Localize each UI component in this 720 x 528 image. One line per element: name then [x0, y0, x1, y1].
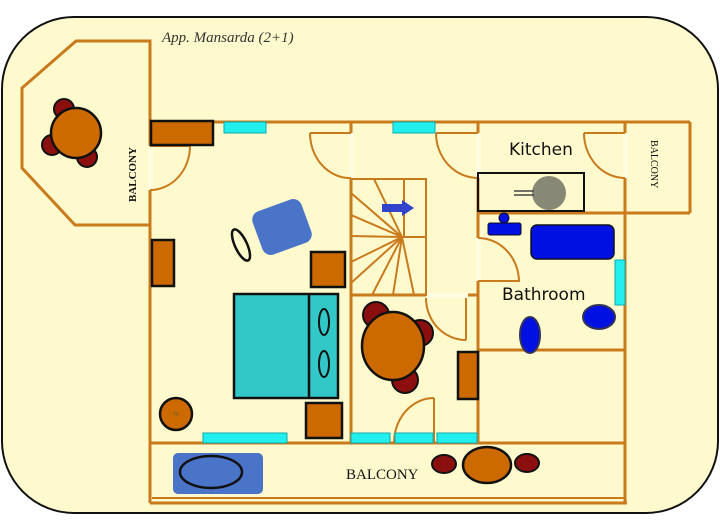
round-table [49, 106, 103, 160]
door-bedroom [309, 132, 352, 180]
arrow-right-icon [382, 200, 414, 216]
door-hall [425, 297, 467, 341]
staircase [350, 178, 427, 296]
chair [514, 453, 540, 473]
kitchen: Kitchen BALCONY [477, 140, 659, 212]
left-balcony: BALCONY [20, 39, 152, 227]
toilet [519, 316, 541, 354]
nightstand [304, 401, 344, 440]
bathroom-label: Bathroom [502, 285, 586, 305]
bedroom: TV [149, 119, 347, 440]
washbasin [487, 222, 522, 236]
dining-table [360, 310, 426, 382]
windows [202, 121, 626, 444]
bathtub [530, 224, 615, 260]
cabinet [456, 350, 480, 401]
nightstand [309, 250, 347, 289]
plan-title: App. Mansarda (2+1) [161, 30, 294, 46]
bidet [582, 304, 616, 330]
sink [532, 176, 566, 210]
bottom-balcony: BALCONY [173, 445, 540, 494]
balcony-bottom-label: BALCONY [346, 467, 419, 483]
door-bathroom [477, 237, 520, 283]
kitchen-label: Kitchen [509, 140, 573, 160]
bathroom: Bathroom [487, 212, 616, 354]
hot-tub [173, 453, 263, 494]
chair [431, 454, 457, 474]
dining-area [360, 301, 480, 401]
door-balcony-right [583, 132, 626, 179]
door-left [149, 145, 191, 191]
balcony-table [461, 445, 513, 485]
pillow [318, 308, 330, 336]
kitchen-counter [477, 172, 585, 212]
tv [158, 396, 194, 432]
cabinet [150, 238, 176, 288]
door-kitchen [435, 132, 479, 179]
footstool [230, 228, 252, 262]
tv-label: TV [172, 412, 180, 418]
balcony-right-label: BALCONY [648, 140, 659, 188]
wardrobe [149, 119, 215, 147]
balcony-left-label: BALCONY [127, 147, 139, 202]
pillow [318, 350, 330, 378]
armchair [252, 199, 312, 255]
